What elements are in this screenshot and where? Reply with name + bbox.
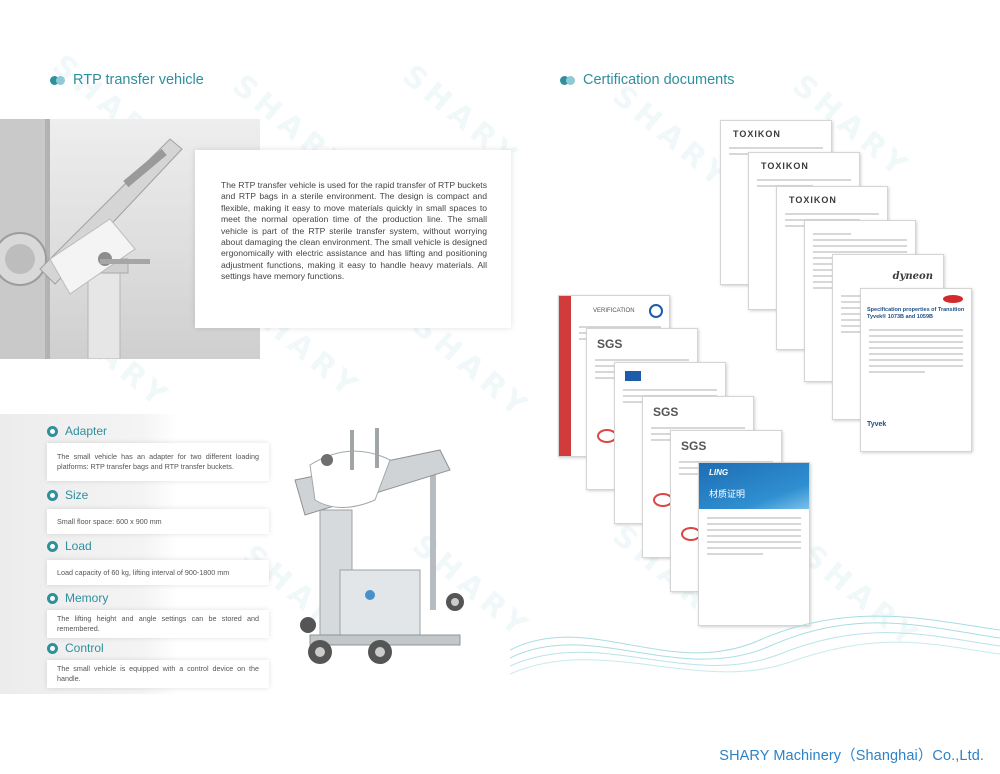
feature-desc-memory: The lifting height and angle settings ca… [47,610,269,638]
feature-title-load: Load [47,539,92,553]
feature-desc-size: Small floor space: 600 x 900 mm [47,509,269,534]
section-title-right: Certification documents [560,72,735,88]
feature-title-control: Control [47,641,104,655]
certificate-ling: LING 材质证明 [698,462,810,626]
ring-bullet-icon [47,642,58,654]
ring-bullet-icon [47,592,58,604]
feature-desc-control: The small vehicle is equipped with a con… [47,660,269,688]
certificate-tyvek: Specification properties of Transition T… [860,288,972,452]
title-dots-icon [560,75,575,85]
feature-title-adapter: Adapter [47,424,107,438]
feature-desc-adapter: The small vehicle has an adapter for two… [47,443,269,481]
ring-bullet-icon [47,425,58,437]
transfer-cart-image [280,420,480,680]
verification-seal-icon [649,304,663,318]
decorative-waves [510,615,1000,675]
section-title-left: RTP transfer vehicle [50,72,204,88]
feature-desc-load: Load capacity of 60 kg, lifting interval… [47,560,269,585]
intro-text-box: The RTP transfer vehicle is used for the… [195,150,511,328]
title-dots-icon [50,75,65,85]
intro-text: The RTP transfer vehicle is used for the… [221,180,487,282]
watermark: SHARY [605,78,738,197]
ring-bullet-icon [47,489,58,501]
company-footer: SHARY Machinery（Shanghai）Co.,Ltd. [719,748,984,764]
feature-title-memory: Memory [47,591,108,605]
ksr-logo-icon [625,371,641,381]
feature-title-size: Size [47,488,88,502]
ring-bullet-icon [47,540,58,552]
section-title-text: Certification documents [583,72,735,88]
section-title-text: RTP transfer vehicle [73,72,204,88]
dupont-logo-icon [943,295,963,303]
red-side-bar [559,296,571,456]
ling-header [699,463,809,509]
